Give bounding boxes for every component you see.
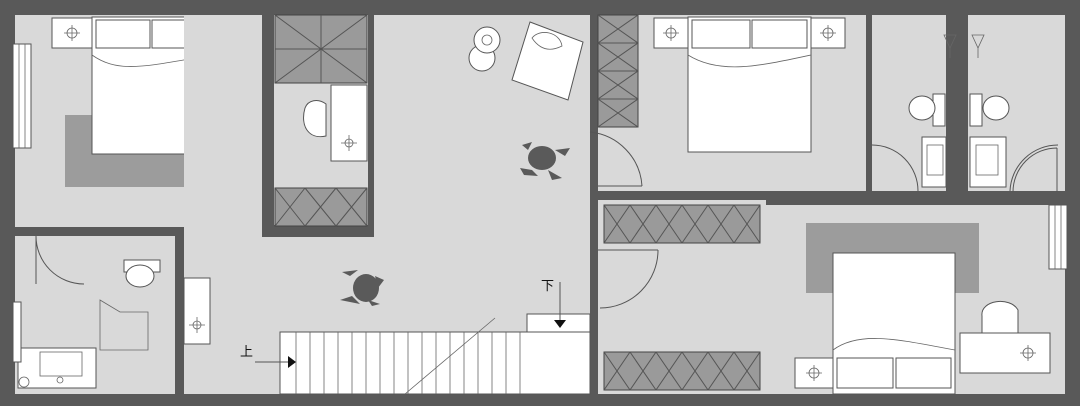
washbasin-a — [921, 136, 947, 188]
bathroom-left — [12, 235, 175, 394]
person-figure-top — [520, 142, 570, 180]
double-bed-bottom-right — [832, 252, 956, 395]
bathroom-top-right-b — [968, 15, 1065, 192]
toilet — [123, 259, 161, 288]
door-hallway-closet — [598, 249, 659, 309]
shower-a — [943, 34, 957, 58]
wardrobe-top — [274, 14, 368, 84]
desk-bottom-right — [959, 332, 1051, 374]
drain-icon — [18, 376, 30, 388]
desk-chair — [303, 100, 327, 138]
window-left — [12, 43, 32, 149]
hallway-closet — [598, 200, 766, 394]
door-bathroom-b — [1009, 144, 1059, 192]
shower-tray — [99, 299, 149, 351]
study-nook — [262, 14, 374, 237]
nightstand-left — [51, 17, 93, 49]
nightstand-bottom-right — [794, 357, 834, 389]
arrow-down-icon — [554, 320, 566, 328]
wardrobe-hall-top — [603, 204, 761, 244]
stair-up-label: 上 — [240, 345, 253, 360]
bedroom-top-middle — [589, 14, 866, 191]
door-bedroom-top-middle — [589, 131, 643, 187]
door-bathroom-a — [871, 144, 919, 192]
hall-cabinet — [183, 277, 211, 345]
toilet-b — [969, 93, 1010, 127]
nightstand-top-middle-right — [810, 17, 846, 49]
arrow-up-icon — [288, 356, 296, 368]
stair-down-label: 下 — [541, 279, 554, 294]
toilet-a — [908, 93, 946, 127]
door-bathroom-left — [35, 235, 85, 285]
bedroom-bottom-right — [766, 147, 1068, 395]
wardrobe-hall-bottom — [603, 351, 761, 391]
bathroom-top-right-a — [871, 15, 957, 192]
window-right — [1048, 204, 1068, 270]
wardrobe-bedroom-top-middle — [597, 14, 639, 128]
washbasin — [17, 347, 97, 389]
window-bathroom-left — [12, 301, 22, 363]
desk-chair-bottom-right — [981, 301, 1019, 334]
person-figure-bottom — [340, 270, 384, 306]
staircase: 上 下 — [240, 279, 591, 395]
nightstand-top-middle-left — [653, 17, 689, 49]
desk — [330, 84, 368, 162]
side-table — [468, 26, 501, 72]
double-bed-top-middle — [687, 16, 812, 153]
lounge-chair — [511, 21, 584, 101]
washbasin-b — [969, 136, 1007, 188]
door-bedroom-bottom-right — [1012, 147, 1058, 193]
wardrobe-bottom — [274, 187, 368, 227]
shower-b — [971, 34, 985, 58]
